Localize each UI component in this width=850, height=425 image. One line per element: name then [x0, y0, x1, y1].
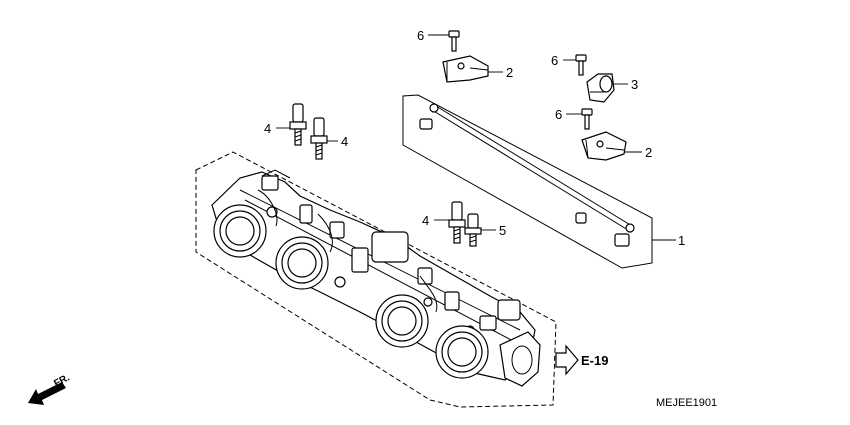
- rod-group-outline: [402, 94, 653, 269]
- callout-6a: 6: [417, 28, 424, 43]
- callout-6b: 6: [551, 53, 558, 68]
- throttle-sensor-housing: [499, 331, 541, 387]
- screw-6b[interactable]: [575, 54, 587, 76]
- body-details: [257, 175, 521, 335]
- front-direction: FR.: [28, 372, 72, 405]
- callout-2a: 2: [506, 65, 513, 80]
- callout-3: 3: [631, 77, 638, 92]
- throttle-bore-4: [435, 325, 489, 379]
- spark-plug-part-4c[interactable]: [448, 201, 466, 244]
- rod-assembly[interactable]: [402, 94, 676, 269]
- throttle-bore-2: [275, 236, 329, 290]
- front-label: FR.: [52, 372, 72, 389]
- rod-end-cap-right: [614, 233, 630, 247]
- reference-label: E-19: [581, 353, 608, 368]
- callout-4b: 4: [341, 134, 348, 149]
- rod-end-cap-left: [419, 118, 433, 130]
- bracket-part-2a[interactable]: [442, 55, 489, 83]
- diagram-code: MEJEE1901: [656, 397, 717, 409]
- callout-2b: 2: [645, 145, 652, 160]
- callout-6c: 6: [555, 107, 562, 122]
- screw-6c[interactable]: [581, 108, 593, 130]
- outline-arrow-icon: [555, 344, 579, 376]
- spark-plug-part-4a[interactable]: [289, 103, 307, 146]
- leader-lines: [276, 34, 642, 231]
- bracket-part-3[interactable]: [586, 73, 615, 103]
- callout-4c: 4: [422, 213, 429, 228]
- throttle-bore-3: [375, 294, 429, 348]
- front-arrow-icon: [28, 382, 66, 405]
- throttle-body-assembly[interactable]: [195, 151, 557, 408]
- plug-part-5[interactable]: [464, 213, 482, 247]
- screw-6a[interactable]: [448, 30, 460, 52]
- callout-5: 5: [499, 223, 506, 238]
- callout-4a: 4: [264, 121, 271, 136]
- assembly-dashed-outline: [195, 151, 557, 408]
- throttle-bore-1: [213, 204, 267, 258]
- bracket-part-2b[interactable]: [581, 131, 627, 161]
- callout-1: 1: [678, 233, 685, 248]
- spark-plug-part-4b[interactable]: [310, 117, 328, 160]
- reference-e19[interactable]: E-19: [555, 344, 608, 376]
